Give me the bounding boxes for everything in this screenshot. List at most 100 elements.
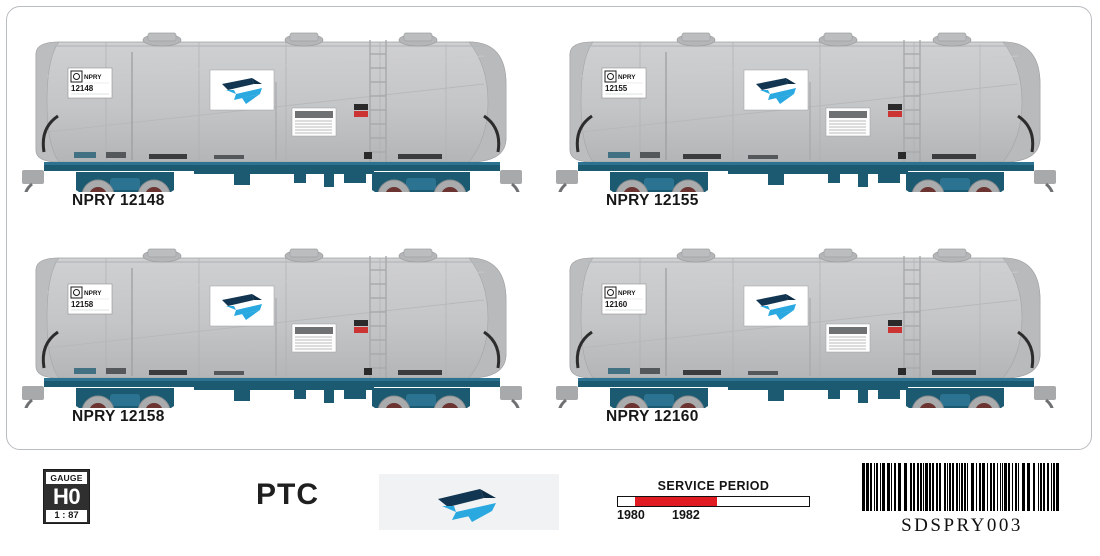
small-placard [888, 104, 902, 110]
coupler [22, 386, 44, 400]
side-ladder [369, 256, 387, 378]
barcode-bars [862, 463, 1062, 511]
truck-assembly [372, 172, 470, 213]
svg-text:NPRY: NPRY [618, 290, 636, 297]
car-panel[interactable]: NPRY 12158 [14, 228, 544, 440]
hazard-placard [888, 327, 902, 333]
svg-text:12148: 12148 [71, 84, 94, 93]
coupler [556, 170, 578, 184]
service-period-bar [617, 496, 810, 507]
small-stencil [898, 152, 906, 159]
small-placard [354, 320, 368, 326]
barcode-block: SDSPRY003 [862, 463, 1062, 537]
hazard-placard [888, 111, 902, 117]
car-underframe [578, 162, 1034, 171]
car-caption: NPRY 12155 [606, 192, 699, 209]
coupler [1034, 170, 1056, 184]
sill-stencil [74, 152, 96, 158]
coupler [500, 386, 522, 400]
coupler [556, 386, 578, 400]
air-hose [558, 398, 568, 423]
hazard-placard [354, 111, 368, 117]
air-hose [510, 182, 520, 207]
sill-stencil [608, 368, 630, 374]
sill-stencil [106, 152, 126, 158]
stencil-data-panel [291, 107, 337, 137]
car-caption: NPRY 12158 [72, 408, 165, 425]
truck-assembly [610, 388, 708, 429]
car-panel[interactable]: NPRY 12148 [14, 12, 544, 224]
truck-assembly [610, 172, 708, 213]
truck-assembly [372, 388, 470, 429]
sill-stencil [683, 370, 721, 375]
air-hose [558, 182, 568, 207]
tank-end-hose [483, 114, 501, 153]
sill-stencil [74, 368, 96, 374]
tank-end-hose [483, 330, 501, 369]
sill-stencil [748, 371, 778, 375]
tank-hatch [818, 248, 858, 263]
tank-end-hose [1017, 330, 1035, 369]
tank-hatch [398, 32, 438, 47]
coupler [22, 170, 44, 184]
svg-text:NPRY: NPRY [84, 74, 102, 81]
car-caption: NPRY 12148 [72, 192, 165, 209]
tank-car-svg: NPRY 12155 [556, 32, 1056, 213]
tank-end-hose [41, 330, 59, 369]
coupler [500, 170, 522, 184]
tank-hatch [284, 32, 324, 47]
tank-hatch [676, 248, 716, 263]
railroad-logo-placard [209, 285, 275, 327]
truck-assembly [76, 172, 174, 213]
truck-assembly [906, 172, 1004, 213]
hazard-placard [354, 327, 368, 333]
tank-end-hose [575, 330, 593, 369]
tank-car-illustration: NPRY 12158 [14, 228, 544, 429]
sill-stencil [398, 154, 442, 159]
sill-stencil [149, 370, 187, 375]
car-panel[interactable]: NPRY 12160 [548, 228, 1078, 440]
air-hose [510, 398, 520, 423]
air-hose [24, 398, 34, 423]
tank-car-svg: NPRY 12158 [22, 248, 522, 429]
side-ladder [903, 256, 921, 378]
tank-hatch [398, 248, 438, 263]
svg-text:NPRY: NPRY [618, 74, 636, 81]
tank-car-illustration: NPRY 12160 [548, 228, 1078, 429]
tank-hatch [932, 248, 972, 263]
service-period-end-year: 1982 [672, 508, 700, 522]
sill-stencil [398, 370, 442, 375]
service-period-fill [635, 497, 718, 506]
npry-arrow-icon [438, 489, 496, 522]
tank-end-hose [41, 114, 59, 153]
brand-name: PTC [256, 478, 319, 511]
sill-stencil [106, 368, 126, 374]
svg-text:12158: 12158 [71, 300, 94, 309]
coupler [1034, 386, 1056, 400]
svg-text:12160: 12160 [605, 300, 628, 309]
sill-stencil [608, 152, 630, 158]
railroad-logo-placard [743, 69, 809, 111]
gauge-ratio: 1 : 87 [46, 510, 87, 522]
tank-car-svg: NPRY 12160 [556, 248, 1056, 429]
svg-text:12155: 12155 [605, 84, 628, 93]
sill-stencil [932, 154, 976, 159]
truck-assembly [76, 388, 174, 429]
gauge-label: GAUGE [46, 472, 87, 484]
tank-hatch [142, 248, 182, 263]
service-period-title: SERVICE PERIOD [657, 479, 770, 493]
sill-stencil [683, 154, 721, 159]
brand-logo-plate [379, 474, 559, 530]
tank-hatch [142, 32, 182, 47]
sill-stencil [214, 371, 244, 375]
sill-stencil [932, 370, 976, 375]
service-period-labels: 1980 1982 [617, 508, 810, 523]
railroad-logo-placard [209, 69, 275, 111]
car-panel[interactable]: NPRY 12155 [548, 12, 1078, 224]
tank-end-hose [1017, 114, 1035, 153]
small-stencil [364, 152, 372, 159]
air-hose [24, 182, 34, 207]
stencil-data-panel [825, 107, 871, 137]
sill-stencil [640, 152, 660, 158]
truck-assembly [906, 388, 1004, 429]
